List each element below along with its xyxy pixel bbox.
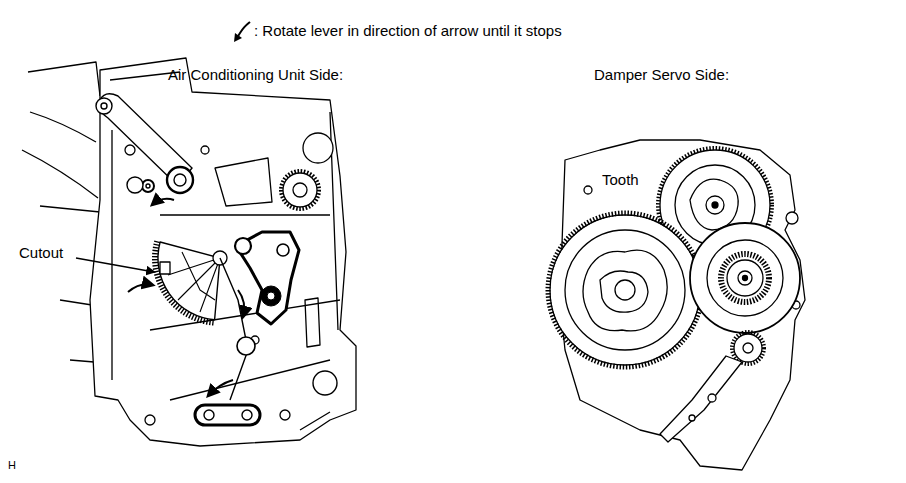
figure-mark: H bbox=[8, 459, 16, 472]
top-link-arm bbox=[96, 94, 193, 193]
part-label: Tooth bbox=[602, 171, 639, 188]
ac-unit-housing bbox=[22, 58, 356, 446]
sector-gear bbox=[155, 241, 248, 400]
damper-lever bbox=[195, 232, 337, 425]
upper-gears bbox=[281, 133, 333, 209]
legend-entry: : Rotate lever in direction of arrow unt… bbox=[232, 19, 562, 43]
servo-lever-arm bbox=[660, 356, 742, 442]
legend-arrow-sample bbox=[232, 19, 254, 43]
view-heading: Air Conditioning Unit Side: bbox=[168, 66, 343, 83]
part-label: Cutout bbox=[19, 244, 63, 261]
rotation-arrows bbox=[128, 199, 244, 396]
legend-text: : Rotate lever in direction of arrow unt… bbox=[254, 22, 562, 39]
view-heading: Damper Servo Side: bbox=[594, 66, 729, 83]
servo-gears bbox=[548, 148, 800, 367]
